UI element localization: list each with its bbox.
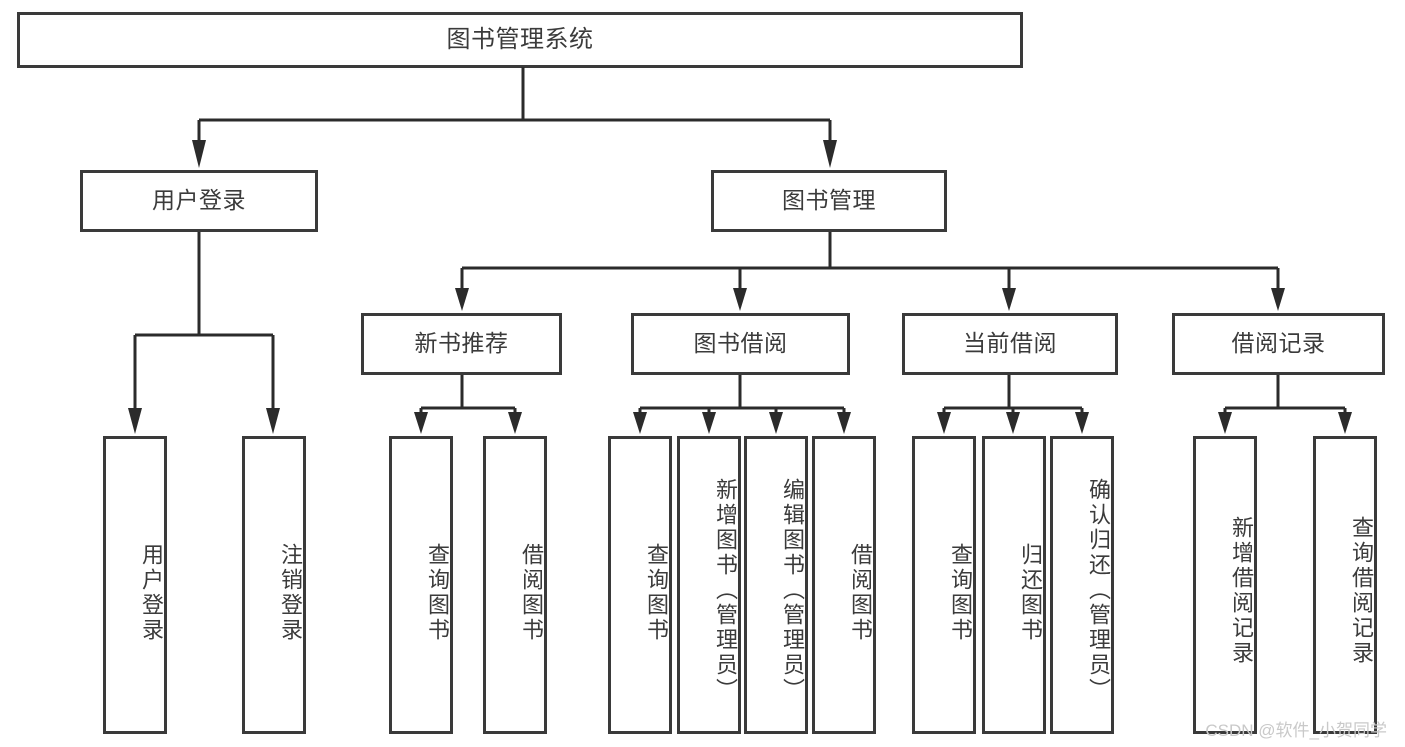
arrow-head-return-book bbox=[1006, 412, 1020, 434]
leaf-box-confirm-return-admin[interactable] bbox=[1050, 436, 1114, 734]
arrow-head-query-borrow-record bbox=[1338, 412, 1352, 434]
leaf-box-query-borrow-record[interactable] bbox=[1313, 436, 1377, 734]
arrow-head-query-book-recommend bbox=[414, 412, 428, 434]
leaf-box-add-book-admin[interactable] bbox=[677, 436, 741, 734]
connector-current-borrow-to-leaves bbox=[937, 375, 1089, 434]
arrow-head-add-book-admin bbox=[702, 412, 716, 434]
arrow-head-borrow-book-recommend bbox=[508, 412, 522, 434]
leaf-box-add-borrow-record[interactable] bbox=[1193, 436, 1257, 734]
node-box-new-book-recommend[interactable] bbox=[361, 313, 562, 375]
connector-new-book-recommend-to-leaves bbox=[414, 375, 522, 434]
leaf-box-query-book-borrow[interactable] bbox=[608, 436, 672, 734]
leaf-box-query-book-recommend[interactable] bbox=[389, 436, 453, 734]
connector-book-management-to-level3 bbox=[455, 232, 1285, 311]
arrow-head-confirm-return-admin bbox=[1075, 412, 1089, 434]
arrow-head-new-book-recommend bbox=[455, 288, 469, 311]
node-box-root[interactable] bbox=[17, 12, 1023, 68]
arrow-head-borrow-book bbox=[837, 412, 851, 434]
arrow-head-current-borrow bbox=[1002, 288, 1016, 311]
arrow-head-query-book-current bbox=[937, 412, 951, 434]
arrow-head-query-book-borrow bbox=[633, 412, 647, 434]
leaf-box-edit-book-admin[interactable] bbox=[744, 436, 808, 734]
arrow-head-logout-leaf bbox=[266, 408, 280, 434]
leaf-box-borrow-book[interactable] bbox=[812, 436, 876, 734]
arrow-head-user-login-leaf bbox=[128, 408, 142, 434]
leaf-box-borrow-book-recommend[interactable] bbox=[483, 436, 547, 734]
arrow-head-user-login bbox=[192, 140, 206, 168]
node-box-book-borrow[interactable] bbox=[631, 313, 850, 375]
connector-user-login-to-leaves bbox=[128, 232, 280, 434]
arrow-head-book-management bbox=[823, 140, 837, 168]
arrow-head-book-borrow bbox=[733, 288, 747, 311]
node-box-current-borrow[interactable] bbox=[902, 313, 1118, 375]
connector-book-borrow-to-leaves bbox=[633, 375, 851, 434]
leaf-box-return-book[interactable] bbox=[982, 436, 1046, 734]
node-box-book-management[interactable] bbox=[711, 170, 947, 232]
leaf-box-query-book-current[interactable] bbox=[912, 436, 976, 734]
leaf-box-user-login[interactable] bbox=[103, 436, 167, 734]
node-box-borrow-record[interactable] bbox=[1172, 313, 1385, 375]
node-box-user-login[interactable] bbox=[80, 170, 318, 232]
arrow-head-borrow-record bbox=[1271, 288, 1285, 311]
connector-borrow-record-to-leaves bbox=[1218, 375, 1352, 434]
connector-root-to-level2 bbox=[192, 67, 837, 168]
leaf-box-logout[interactable] bbox=[242, 436, 306, 734]
arrow-head-add-borrow-record bbox=[1218, 412, 1232, 434]
arrow-head-edit-book-admin bbox=[769, 412, 783, 434]
